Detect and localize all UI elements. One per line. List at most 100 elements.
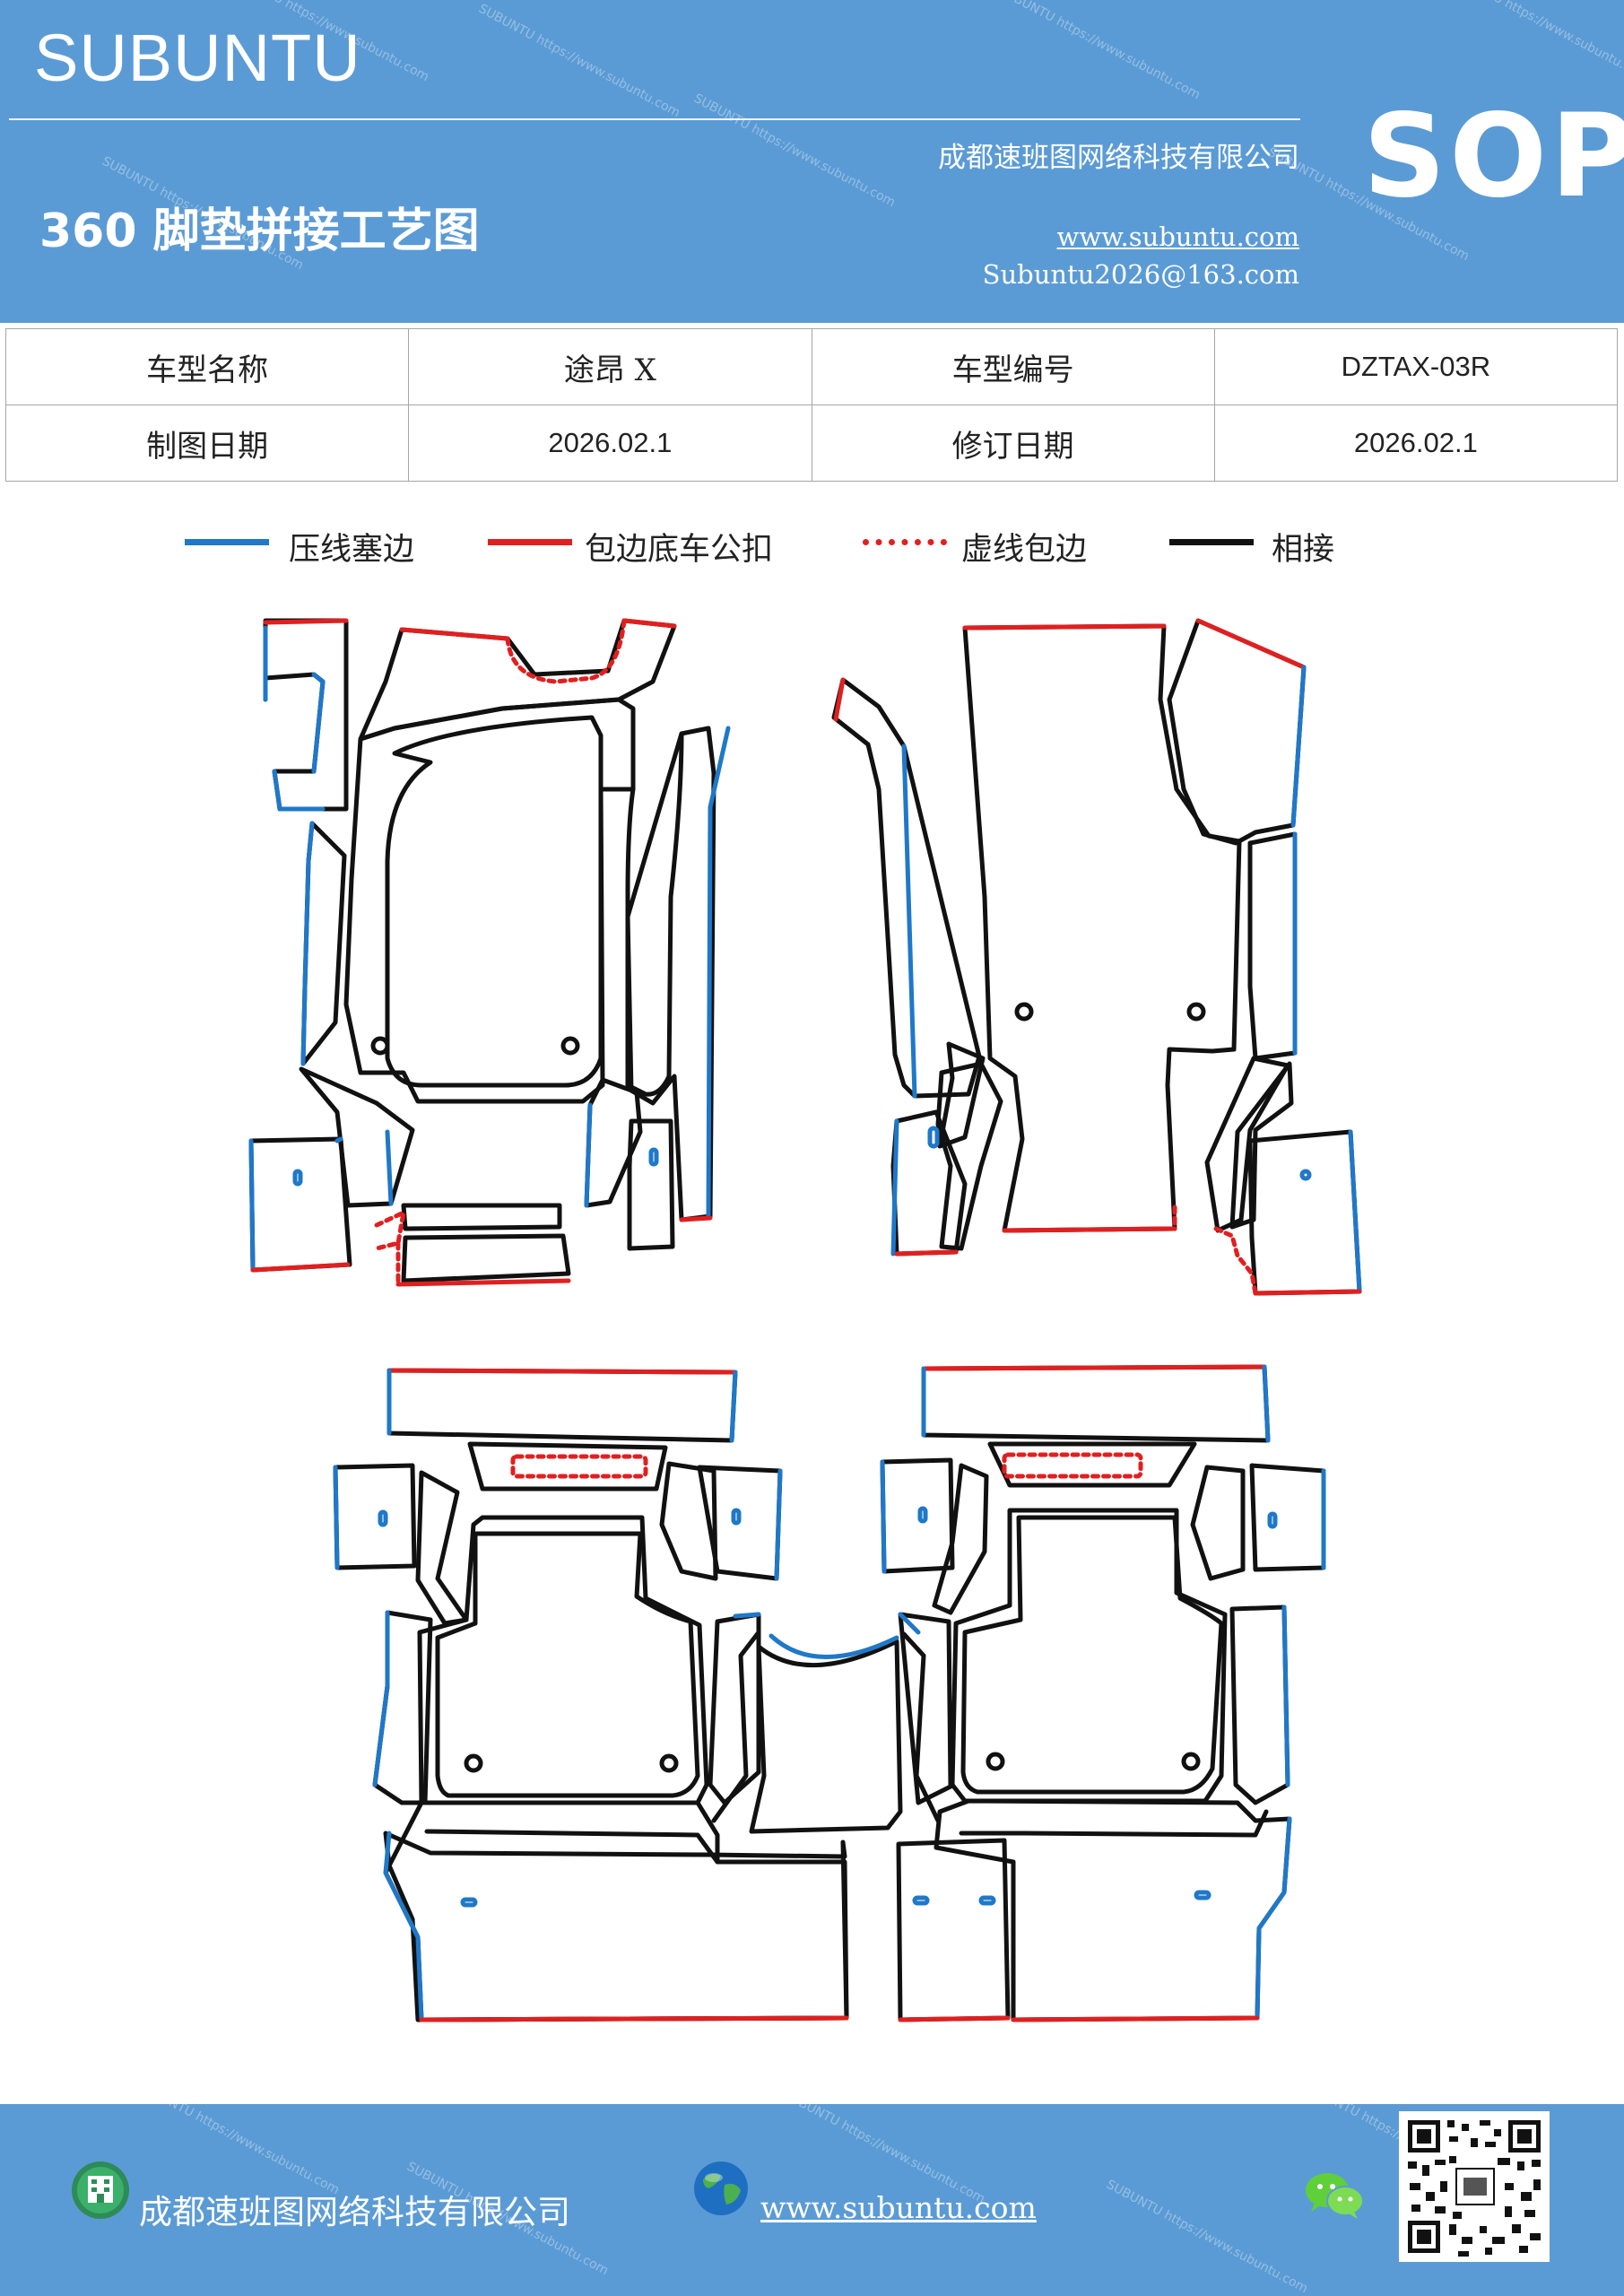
mat-edge-red [250, 1262, 351, 1273]
mat-edge-red [921, 1364, 1267, 1371]
mat-piece [625, 731, 684, 1097]
mat-piece [962, 623, 1242, 1233]
legend-label: 包边底车公扣 [585, 532, 774, 568]
mat-piece [401, 1203, 562, 1231]
mat-edge-blue [774, 1468, 783, 1581]
mat-window-dotted [1002, 1452, 1143, 1479]
mat-piece [386, 1368, 738, 1443]
mat-piece [467, 1441, 668, 1492]
mat-hole [659, 1753, 679, 1773]
mat-piece [1249, 1463, 1326, 1572]
website-link[interactable]: www.subuntu.com [1056, 222, 1299, 252]
table-row: 车型名称 途昂 X 车型编号 DZTAX-03R [4, 328, 1619, 405]
mat-edge-red [962, 623, 1177, 1233]
legend-swatch-black [1169, 539, 1254, 545]
table-cell: 2026.02.1 [1213, 404, 1619, 482]
mat-edge-blue [386, 1368, 738, 1443]
mat-edge-blue [1348, 1129, 1362, 1294]
mat-piece [898, 1612, 953, 1805]
watermark: SUBUNTU https://www.subuntu.com [995, 0, 1203, 103]
mat-piece [749, 1639, 903, 1834]
watermark: SUBUNTU https://www.subuntu.com [1103, 2177, 1310, 2296]
mat-edge-red [419, 2015, 849, 2022]
mat-edge-blue [333, 1465, 340, 1570]
mat-piece [921, 1364, 1271, 1443]
table-cell: 途昂 X [408, 328, 812, 405]
mat-edge-red [399, 618, 677, 641]
mat-edge-blue [1255, 1816, 1292, 2021]
mat-edge-blue [706, 726, 731, 1219]
mat-slot [1267, 1511, 1278, 1529]
mat-piece [831, 677, 982, 1099]
mat-edge-red [898, 2015, 1011, 2022]
mat-piece [987, 1441, 1197, 1488]
mat-slot [460, 1897, 478, 1908]
mat-hole [370, 1036, 390, 1056]
mat-piece [435, 1531, 700, 1798]
table-row: 制图日期 2026.02.1 修订日期 2026.02.1 [4, 404, 1619, 482]
mat-edge-blue [890, 1118, 899, 1257]
mat-piece [415, 1470, 469, 1626]
mat-piece [1190, 1465, 1246, 1581]
mat-edge-red [894, 1249, 959, 1257]
floor-mat-splice-diagram [248, 618, 1362, 2022]
mat-edge-blue [385, 1129, 394, 1206]
legend-label: 相接 [1272, 532, 1335, 568]
mat-piece [959, 1809, 1269, 1838]
mat-edge-blue [1281, 1605, 1290, 1787]
mat-piece [1247, 1129, 1362, 1296]
watermark: SUBUNTU https://www.subuntu.com [1445, 0, 1624, 85]
mat-edge-red [1253, 1289, 1362, 1296]
mat-slot [978, 1895, 996, 1906]
front-left-mat-group [248, 618, 731, 1287]
table-cell: 车型名称 [4, 328, 410, 405]
table-cell: 制图日期 [4, 404, 410, 482]
mat-hole [1014, 1002, 1034, 1022]
mat-piece [1229, 1605, 1290, 1805]
mat-slot [378, 1509, 388, 1527]
mat-edge-blue [383, 1831, 424, 2022]
header-banner: SUBUNTU https://www.subuntu.com SUBUNTU … [0, 0, 1624, 323]
mat-piece [627, 1118, 675, 1251]
mat-edge-blue [1290, 665, 1307, 828]
table-cell: 2026.02.1 [408, 404, 812, 482]
mat-slot [292, 1169, 303, 1187]
legend-swatch-red-dotted [863, 539, 947, 545]
mat-edge-red [833, 677, 846, 722]
mat-slot [912, 1895, 930, 1906]
mat-piece [960, 1515, 1224, 1795]
mat-edge-blue [901, 744, 917, 1099]
legend-label: 虚线包边 [961, 532, 1088, 568]
email-address: Subuntu2026@163.com [982, 259, 1299, 290]
mat-slot [917, 1506, 928, 1524]
mat-edge-red-dotted [374, 1210, 406, 1287]
wechat-icon [1306, 2173, 1364, 2219]
table-cell: DZTAX-03R [1213, 328, 1619, 405]
mat-slot [648, 1147, 659, 1167]
header-divider [9, 118, 1300, 120]
mat-piece [343, 697, 636, 1104]
mat-edge-blue [733, 1612, 761, 1619]
mat-edge-red [395, 1278, 571, 1287]
mat-piece [333, 1463, 417, 1570]
mat-edge-red [679, 1215, 713, 1222]
mat-hole [464, 1753, 483, 1773]
footer-website-link[interactable]: www.subuntu.com [760, 2190, 1037, 2225]
mat-piece [401, 1233, 571, 1283]
mat-piece [880, 1457, 955, 1574]
mat-piece [896, 1838, 1011, 2022]
rear-right-mat-group [880, 1364, 1326, 2022]
mat-piece [935, 1061, 1003, 1251]
mat-slot [927, 1126, 940, 1149]
document-title: 360 脚垫拼接工艺图 [39, 204, 480, 258]
mat-hole [560, 1036, 580, 1056]
mat-window-dotted [510, 1454, 648, 1479]
mat-edge-blue [880, 1459, 887, 1574]
mat-edge-blue [372, 1610, 390, 1787]
footer-company-name: 成都速班图网络科技有限公司 [139, 2193, 570, 2231]
legend-swatch-red [488, 539, 572, 545]
brand-name: SUBUNTU [34, 21, 361, 95]
watermark: SUBUNTU https://www.subuntu.com [475, 1, 682, 121]
table-cell: 车型编号 [811, 328, 1215, 405]
mat-edge-red-dotted [1213, 1226, 1258, 1296]
